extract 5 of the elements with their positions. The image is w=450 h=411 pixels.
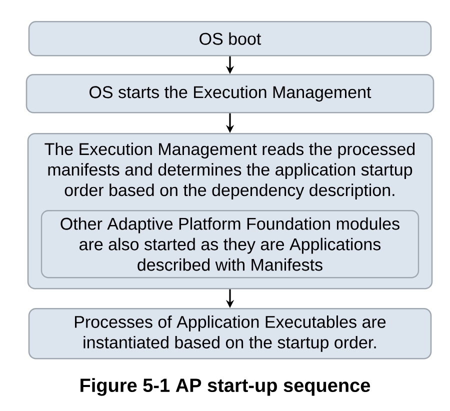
nested-box: Other Adaptive Platform Foundation modules are also started as they are Applications described with Manifests bbox=[40, 210, 420, 278]
figure-caption: Figure 5-1 AP start-up sequence bbox=[80, 378, 370, 396]
process-box: Processes of Application Executables are instantiated based on the startup order. bbox=[28, 308, 432, 360]
process-box: OS boot bbox=[28, 21, 432, 56]
process-box: OS starts the Execution Management bbox=[26, 74, 434, 114]
